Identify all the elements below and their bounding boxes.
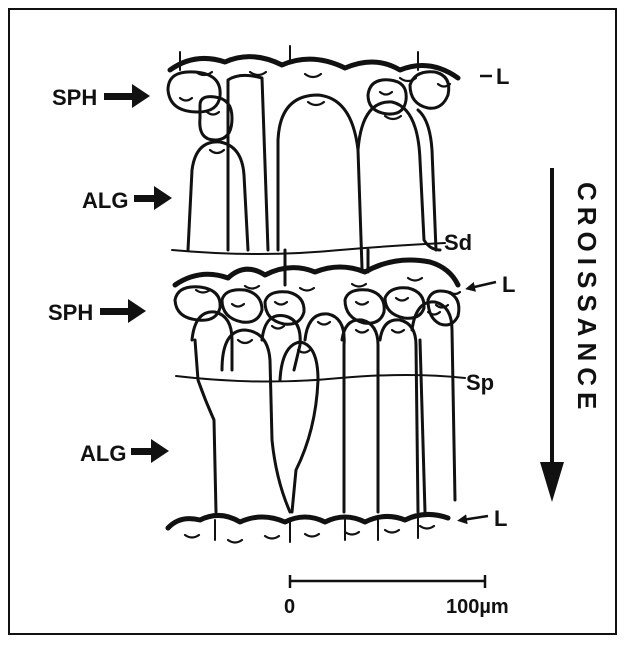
middle-sph-cells [175,287,459,325]
arrow-right-icon [134,186,172,210]
alg-top-text: ALG [82,188,128,213]
label-l-top: L [480,64,509,89]
arrow-right-icon [131,439,169,463]
scale-end-label: 100µm [446,596,509,618]
lower-alg-cells [192,302,455,512]
label-alg-top: ALG [82,186,172,213]
label-l-bottom: L [462,506,507,531]
sd-text: Sd [444,230,472,255]
label-sp: Sp [466,370,494,395]
scale-bar: 0 100µm [284,575,509,618]
middle-surface-layer [175,260,460,294]
sph-mid-text: SPH [48,300,93,325]
bottom-surface-layer [168,514,448,542]
growth-indicator: CROISSANCE [540,168,602,502]
sd-line [172,243,445,254]
l-mid-text: L [502,272,515,297]
l-top-text: L [496,64,509,89]
label-sph-mid: SPH [48,299,146,325]
label-l-mid: L [470,272,515,297]
label-alg-bottom: ALG [80,439,169,466]
arrow-down-icon [540,462,564,502]
l-bottom-text: L [494,506,507,531]
growth-text: CROISSANCE [572,182,602,415]
scale-start-label: 0 [284,596,295,618]
upper-surface-layer [170,46,458,87]
sph-top-text: SPH [52,85,97,110]
arrow-right-icon [100,299,146,323]
alg-bottom-text: ALG [80,441,126,466]
label-sd: Sd [444,230,472,255]
arrow-right-icon [104,84,150,108]
label-sph-top: SPH [52,84,150,110]
sp-text: Sp [466,370,494,395]
